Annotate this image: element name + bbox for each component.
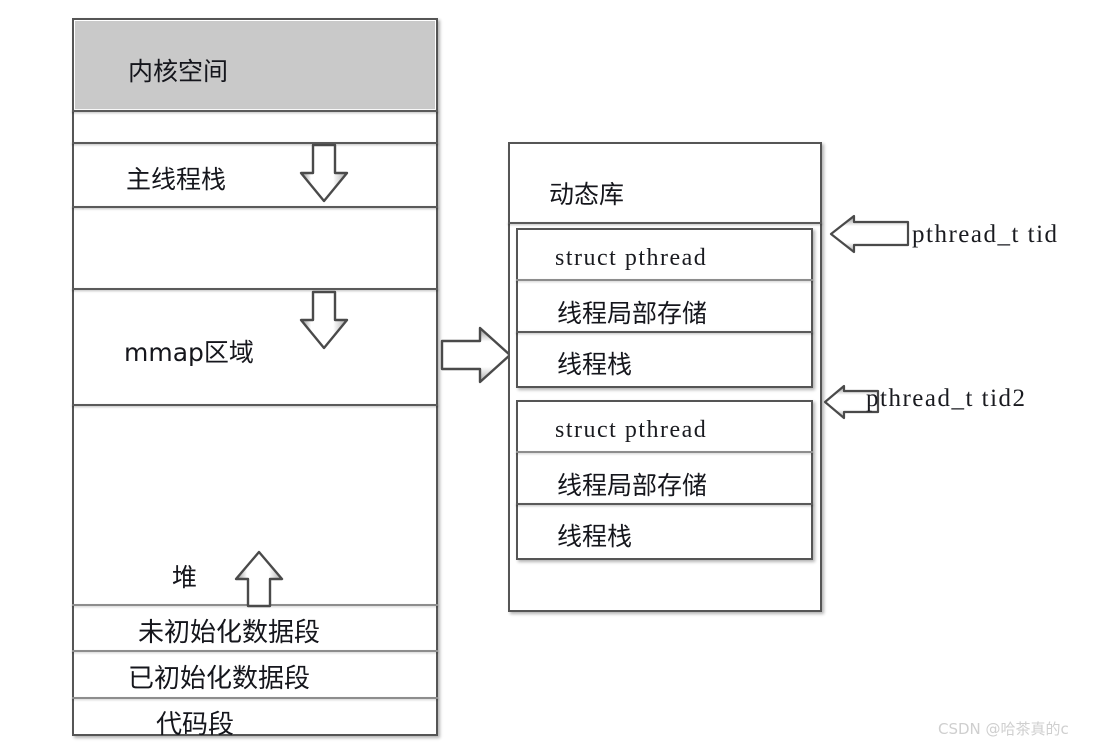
thread-2-divider-tls-bottom <box>516 503 813 505</box>
divider-bss-bottom <box>72 650 438 652</box>
main-stack-grow-down-arrow <box>299 143 349 203</box>
thread-1-divider-struct-bottom <box>516 279 813 281</box>
thread-1-row-tls: 线程局部存储 <box>557 299 708 328</box>
segment-label-kernel: 内核空间 <box>128 57 229 86</box>
divider-kernel-bottom <box>72 110 438 112</box>
thread-2-row-thread-stack: 线程栈 <box>557 522 633 551</box>
divider-gap1-bottom <box>72 142 438 144</box>
divider-dynamic-library-title <box>508 222 822 224</box>
pthread-tid-1-pointer-arrow <box>829 214 910 254</box>
segment-label-heap: 堆 <box>172 563 198 592</box>
divider-main-stack-bottom <box>72 206 438 208</box>
mmap-to-dynamic-library-arrow <box>440 326 512 384</box>
thread-block-2 <box>516 400 813 560</box>
segment-label-bss: 未初始化数据段 <box>138 618 321 648</box>
thread-block-1 <box>516 228 813 388</box>
pthread-tid-1-label: pthread_t tid <box>912 221 1059 248</box>
segment-label-main-stack: 主线程栈 <box>126 165 227 194</box>
thread-2-row-tls: 线程局部存储 <box>557 471 708 500</box>
thread-2-divider-struct-bottom <box>516 451 813 453</box>
thread-1-row-struct-pthread: struct pthread <box>555 245 708 271</box>
pthread-tid-2-label: pthread_t tid2 <box>866 385 1027 412</box>
segment-label-data: 已初始化数据段 <box>128 664 311 694</box>
dynamic-library-label: 动态库 <box>549 180 625 209</box>
divider-gap2-bottom <box>72 288 438 290</box>
kernel-space-fill <box>75 21 435 109</box>
thread-1-divider-tls-bottom <box>516 331 813 333</box>
segment-label-mmap: mmap区域 <box>124 338 254 367</box>
pthread-tid-2-pointer-arrow <box>823 384 880 420</box>
thread-2-row-struct-pthread: struct pthread <box>555 417 708 443</box>
thread-1-row-thread-stack: 线程栈 <box>557 350 633 379</box>
divider-data-bottom <box>72 697 438 699</box>
divider-mmap-bottom <box>72 404 438 406</box>
process-address-space-column <box>72 18 438 736</box>
segment-label-text: 代码段 <box>156 710 235 740</box>
csdn-watermark: CSDN @哈茶真的c <box>938 720 1069 738</box>
heap-grow-up-arrow <box>234 550 284 608</box>
mmap-grow-down-arrow <box>299 290 349 350</box>
